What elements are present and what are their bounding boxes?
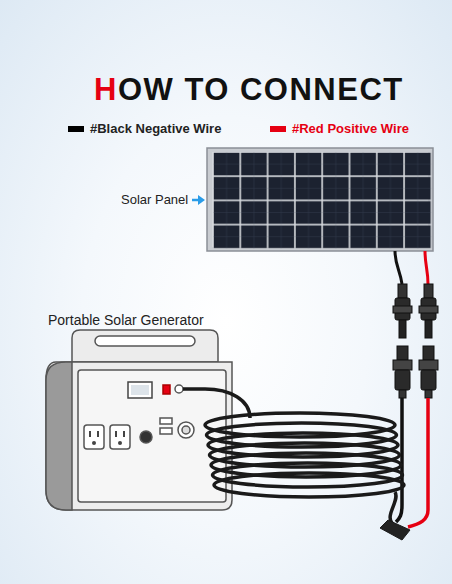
coiled-cable — [183, 389, 410, 540]
legend-text: #Red Positive Wire — [292, 121, 409, 136]
title: HOW TO CONNECT — [94, 72, 404, 108]
legend-text: #Black Negative Wire — [90, 121, 221, 136]
part-label: Solar Panel — [121, 192, 188, 207]
mc4-connector — [393, 346, 438, 398]
mc4-connector — [393, 284, 438, 338]
legend-swatch — [68, 126, 84, 132]
solar-panel — [207, 148, 433, 251]
part-label: Portable Solar Generator — [48, 312, 204, 328]
legend-swatch — [270, 126, 286, 132]
panel-wires — [395, 251, 428, 284]
portable-solar-generator — [46, 330, 232, 510]
